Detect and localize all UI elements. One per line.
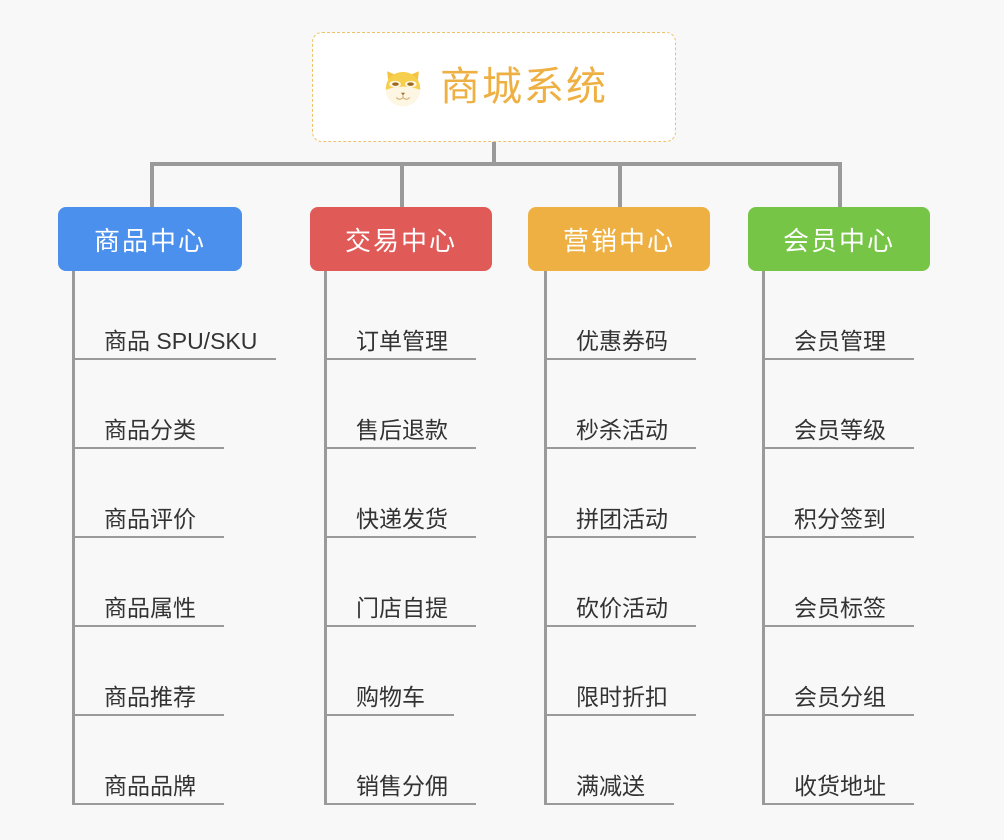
leaf-underline	[324, 536, 476, 538]
leaf-item-label: 商品分类	[104, 416, 196, 443]
leaf-underline	[324, 447, 476, 449]
category-box-trade-center[interactable]: 交易中心	[310, 207, 492, 271]
leaf-item[interactable]: 会员管理	[762, 271, 914, 360]
leaf-item-label: 门店自提	[356, 594, 448, 621]
connector-root-stem	[492, 142, 496, 164]
leaf-item-label: 商品推荐	[104, 683, 196, 710]
leaf-underline	[762, 447, 914, 449]
leaf-item[interactable]: 快递发货	[324, 449, 476, 538]
leaf-underline	[762, 714, 914, 716]
leaf-underline	[544, 358, 696, 360]
leaf-column-member-center: 会员管理 会员等级 积分签到 会员标签 会员分组 收货地址	[762, 271, 914, 805]
leaf-item-label: 快递发货	[356, 505, 448, 532]
leaf-underline	[762, 625, 914, 627]
leaf-underline	[72, 625, 224, 627]
leaf-item[interactable]: 商品 SPU/SKU	[72, 271, 276, 360]
leaf-column-trade-center: 订单管理 售后退款 快递发货 门店自提 购物车 销售分佣	[324, 271, 476, 805]
leaf-item[interactable]: 商品品牌	[72, 716, 257, 805]
leaf-spine	[762, 271, 765, 805]
connector-horizontal-bus	[150, 162, 842, 166]
leaf-underline	[762, 536, 914, 538]
category-title: 营销中心	[562, 225, 675, 256]
leaf-item[interactable]: 销售分佣	[324, 716, 476, 805]
leaf-item-label: 商品 SPU/SKU	[104, 327, 258, 354]
leaf-item-label: 商品品牌	[104, 772, 196, 799]
leaf-item[interactable]: 拼团活动	[544, 449, 696, 538]
leaf-item-label: 满减送	[576, 772, 645, 799]
leaf-column-marketing-center: 优惠券码 秒杀活动 拼团活动 砍价活动 限时折扣 满减送	[544, 271, 696, 805]
leaf-item-label: 会员标签	[794, 594, 886, 621]
leaf-item-label: 限时折扣	[576, 683, 668, 710]
leaf-underline	[324, 358, 476, 360]
leaf-item[interactable]: 优惠券码	[544, 271, 696, 360]
leaf-item[interactable]: 砍价活动	[544, 538, 696, 627]
leaf-underline	[324, 625, 476, 627]
leaf-item[interactable]: 订单管理	[324, 271, 476, 360]
category-title: 会员中心	[782, 225, 895, 256]
leaf-spine	[324, 271, 327, 805]
leaf-item-label: 砍价活动	[576, 594, 668, 621]
leaf-underline	[544, 447, 696, 449]
category-title: 交易中心	[344, 225, 457, 256]
leaf-column-product-center: 商品 SPU/SKU 商品分类 商品评价 商品属性 商品推荐 商品品牌	[72, 271, 276, 805]
leaf-item[interactable]: 商品属性	[72, 538, 257, 627]
leaf-item[interactable]: 门店自提	[324, 538, 476, 627]
leaf-item-label: 收货地址	[794, 772, 886, 799]
leaf-underline	[544, 803, 674, 805]
leaf-underline	[72, 447, 224, 449]
category-box-product-center[interactable]: 商品中心	[58, 207, 242, 271]
leaf-underline	[762, 358, 914, 360]
leaf-underline	[324, 803, 476, 805]
leaf-item[interactable]: 购物车	[324, 627, 454, 716]
leaf-item[interactable]: 秒杀活动	[544, 360, 696, 449]
connector-drop-3	[618, 162, 622, 209]
category-box-marketing-center[interactable]: 营销中心	[528, 207, 710, 271]
category-title: 商品中心	[93, 225, 206, 256]
leaf-item-label: 会员等级	[794, 416, 886, 443]
leaf-item[interactable]: 限时折扣	[544, 627, 696, 716]
connector-drop-1	[150, 162, 154, 209]
leaf-item[interactable]: 收货地址	[762, 716, 914, 805]
leaf-item[interactable]: 售后退款	[324, 360, 476, 449]
leaf-spine	[72, 271, 75, 805]
connector-drop-2	[400, 162, 404, 209]
root-title: 商城系统	[440, 65, 608, 109]
leaf-spine	[544, 271, 547, 805]
leaf-item-label: 订单管理	[356, 327, 448, 354]
leaf-item-label: 售后退款	[356, 416, 448, 443]
leaf-item[interactable]: 商品分类	[72, 360, 257, 449]
leaf-underline	[544, 536, 696, 538]
leaf-item-label: 销售分佣	[356, 772, 448, 799]
leaf-item-label: 商品评价	[104, 505, 196, 532]
leaf-underline	[324, 714, 454, 716]
root-node-mall-system[interactable]: 商城系统	[312, 32, 676, 142]
leaf-item[interactable]: 商品评价	[72, 449, 257, 538]
leaf-underline	[72, 536, 224, 538]
leaf-underline	[762, 803, 914, 805]
leaf-underline	[544, 714, 696, 716]
leaf-item-label: 拼团活动	[576, 505, 668, 532]
leaf-item[interactable]: 商品推荐	[72, 627, 257, 716]
leaf-item-label: 秒杀活动	[576, 416, 668, 443]
leaf-item[interactable]: 满减送	[544, 716, 674, 805]
leaf-item-label: 商品属性	[104, 594, 196, 621]
leaf-underline	[544, 625, 696, 627]
leaf-item[interactable]: 会员分组	[762, 627, 914, 716]
leaf-underline	[72, 714, 224, 716]
leaf-item-label: 购物车	[356, 683, 425, 710]
connector-drop-4	[838, 162, 842, 209]
category-box-member-center[interactable]: 会员中心	[748, 207, 930, 271]
shiba-dog-face-icon	[380, 64, 426, 110]
leaf-item[interactable]: 积分签到	[762, 449, 914, 538]
leaf-underline	[72, 358, 276, 360]
leaf-item-label: 优惠券码	[576, 327, 668, 354]
leaf-item[interactable]: 会员标签	[762, 538, 914, 627]
leaf-item-label: 积分签到	[794, 505, 886, 532]
leaf-item-label: 会员分组	[794, 683, 886, 710]
leaf-underline	[72, 803, 224, 805]
leaf-item-label: 会员管理	[794, 327, 886, 354]
leaf-item[interactable]: 会员等级	[762, 360, 914, 449]
